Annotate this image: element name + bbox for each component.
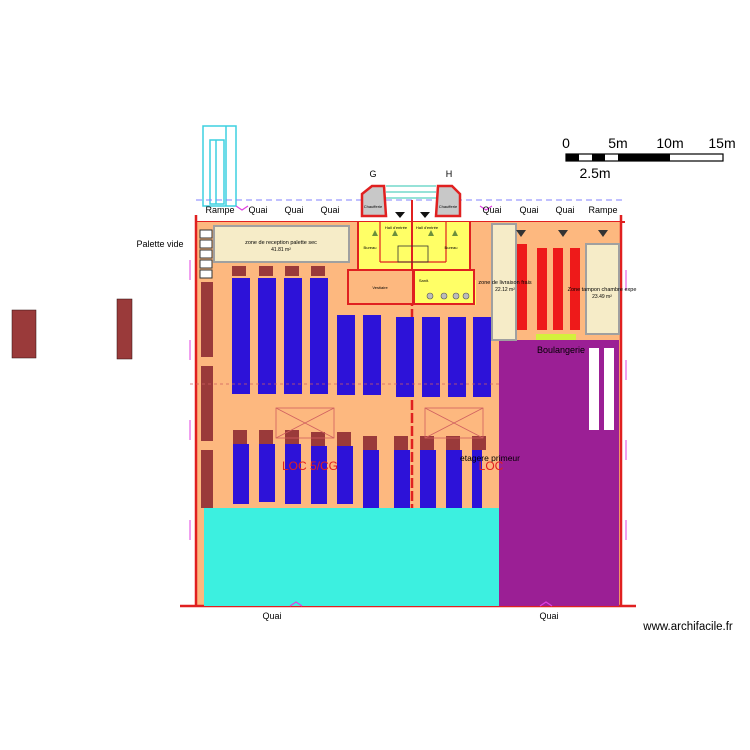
quai-label: Quai: [555, 205, 574, 215]
livraison-area: [491, 223, 620, 341]
rampe-left-label: Rampe: [205, 205, 234, 215]
rack: [473, 317, 491, 397]
scale-tick-15m: 15m: [708, 135, 735, 151]
rampe-right-label: Rampe: [588, 205, 617, 215]
zone-labels: Palette vide zone de reception palette s…: [136, 239, 636, 473]
rack: [422, 317, 440, 397]
chaufferie-left-label: Chaufferie: [364, 204, 383, 209]
left-pallets: [201, 282, 213, 508]
loc-left-label: LOC 5/CG: [282, 459, 338, 473]
quai-label: Quai: [284, 205, 303, 215]
sanitaire-label: Sanit.: [419, 278, 429, 283]
chaufferie-right-label: Chaufferie: [439, 204, 458, 209]
bureau-left-label: Bureau: [364, 245, 377, 250]
hall-left-label: Hall d'entrée: [385, 225, 408, 230]
reception-zone-label: zone de reception palette sec: [245, 240, 317, 246]
quai-bottom-left-label: Quai: [262, 611, 281, 621]
rack: [472, 450, 482, 508]
tampon-area-label: 23.49 m²: [592, 294, 612, 300]
dock-markers: [235, 205, 553, 607]
scale-bar: [565, 153, 724, 162]
livraison-area-label: 22.12 m²: [495, 287, 515, 293]
bureau-right-label: Bureau: [445, 245, 458, 250]
scale-tick-0: 0: [562, 135, 570, 151]
watermark: www.archifacile.fr: [642, 621, 733, 633]
isolated-pallets: [11, 298, 133, 360]
rack: [337, 315, 355, 395]
rack: [446, 450, 462, 508]
rack: [337, 446, 353, 504]
chaufferie-rooms: [360, 184, 462, 218]
rack: [310, 278, 328, 394]
rack-block-upper: [232, 266, 491, 397]
quai-bottom-right-label: Quai: [539, 611, 558, 621]
rack: [233, 444, 249, 504]
offices: [347, 200, 476, 305]
wall-ticks: [189, 260, 627, 540]
rack: [258, 278, 276, 394]
scale-labels: 0 5m 10m 15m 2.5m: [562, 135, 736, 181]
cyan-zone: [204, 508, 500, 606]
office-labels: Chaufferie Chaufferie Hall d'entrée Hall…: [364, 204, 458, 290]
rack: [394, 450, 410, 508]
rack: [363, 450, 379, 508]
quai-label: Quai: [248, 205, 267, 215]
rack: [448, 317, 466, 397]
hall-right-label: Hall d'entrée: [416, 225, 439, 230]
rack: [420, 450, 436, 508]
rack: [396, 317, 414, 397]
purple-zone: [499, 340, 619, 606]
dock-labels: Rampe Quai Quai Quai Quai Quai Quai Ramp…: [205, 205, 617, 621]
etagere-primeur-label: etagere primeur: [460, 453, 520, 463]
boulangerie-shelves: [589, 348, 614, 430]
scale-tick-10m: 10m: [656, 135, 683, 151]
rack: [284, 278, 302, 394]
quai-label: Quai: [519, 205, 538, 215]
rack: [311, 446, 327, 504]
door-h-label: H: [446, 169, 453, 179]
door-g-label: G: [369, 169, 376, 179]
aisle-markers: [190, 383, 500, 439]
door-labels: G H: [369, 169, 452, 179]
rack: [232, 278, 250, 394]
empty-pallet-stack: [199, 229, 213, 279]
scale-sub-label: 2.5m: [579, 165, 610, 181]
reception-area-label: 41.81 m²: [271, 247, 291, 253]
quai-label: Quai: [482, 205, 501, 215]
livraison-zone-label: zone de livraison frais: [478, 280, 531, 286]
reception-zone: [213, 225, 350, 263]
ramp-rails: [202, 125, 237, 207]
rack: [259, 444, 275, 502]
tampon-zone-label: Zone tampon chambre expe: [568, 287, 637, 293]
palette-vide-label: Palette vide: [136, 239, 183, 249]
loc-right-label: LOC: [479, 459, 504, 473]
boulangerie-label: Boulangerie: [537, 345, 585, 355]
rack: [363, 315, 381, 395]
scale-tick-5m: 5m: [608, 135, 627, 151]
quai-label: Quai: [320, 205, 339, 215]
rack: [285, 444, 301, 504]
rack-block-lower: [233, 430, 486, 508]
vestiaire-label: Vestiaire: [372, 285, 388, 290]
